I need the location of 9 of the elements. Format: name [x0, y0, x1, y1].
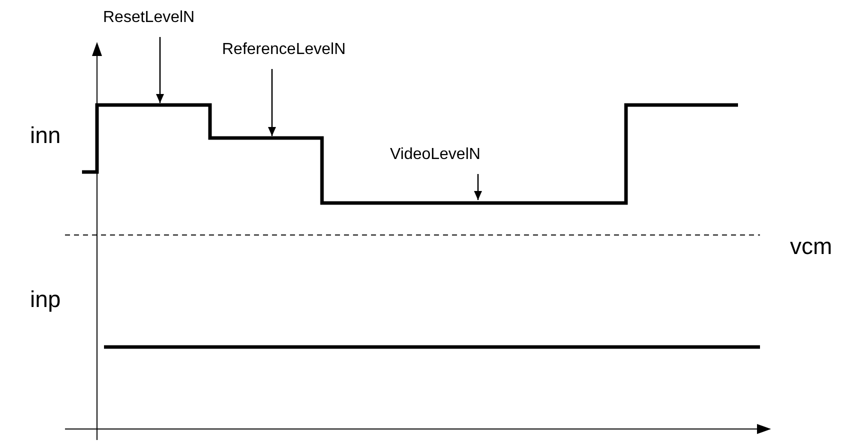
leader-line [156, 37, 164, 103]
leader-line [474, 174, 482, 200]
level-label: VideoLevelN [390, 145, 480, 165]
leader-line [268, 69, 276, 136]
signal-label: inn [30, 122, 61, 148]
level-label: ResetLevelN [103, 8, 195, 28]
level-label: ReferenceLevelN [222, 40, 346, 60]
signal-label: vcm [790, 233, 832, 259]
signal-label: inp [30, 286, 61, 312]
